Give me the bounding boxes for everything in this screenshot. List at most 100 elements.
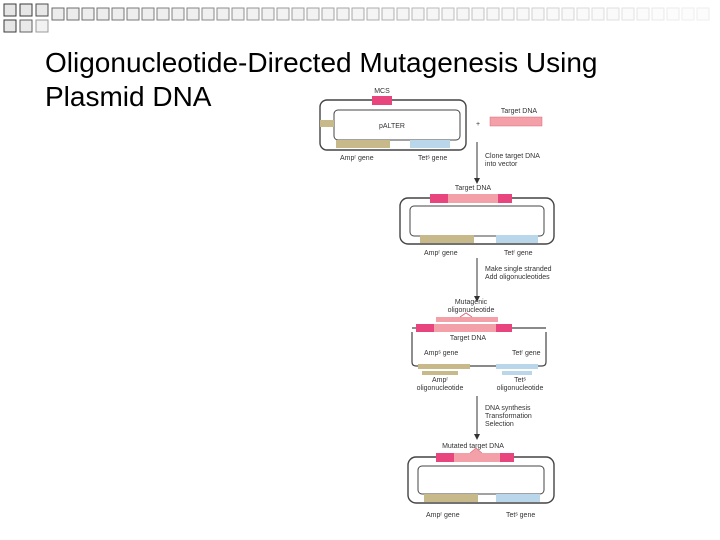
amp-gene-label-1: Ampʳ gene: [340, 155, 374, 162]
amp-gene-label-4: Ampʳ gene: [426, 512, 460, 519]
header-square: [621, 7, 635, 21]
slide-title: Oligonucleotide-Directed Mutagenesis Usi…: [45, 46, 705, 114]
mutagenic-label-1: Mutagenic: [455, 299, 488, 306]
mutagenic-oligo-bump: [459, 312, 473, 318]
step-3-line-2: Transformation: [485, 413, 532, 420]
tet-oligo: [502, 371, 532, 375]
header-square: [35, 3, 49, 17]
step-3-line-3: Selection: [485, 421, 514, 428]
header-square: [681, 7, 695, 21]
header-square: [471, 7, 485, 21]
header-square: [66, 7, 80, 21]
tet-oligo-label-2: oligonucleotide: [497, 385, 544, 392]
mcs-label: MCS: [374, 88, 390, 95]
tet-gene-label-1: Tetˢ gene: [418, 155, 447, 162]
target-dna-label-1: Target DNA: [501, 108, 538, 115]
recombinant-mcs-right: [498, 194, 512, 203]
header-square: [246, 7, 260, 21]
arrow-2-head: [474, 296, 480, 302]
step-3-line-1: DNA synthesis: [485, 405, 531, 412]
header-square: [111, 7, 125, 21]
header-square: [35, 19, 49, 33]
amp-gene-label-2: Ampʳ gene: [424, 250, 458, 257]
step-2-line-1: Make single stranded: [485, 266, 552, 273]
mutagenic-oligo: [436, 317, 498, 322]
target-dna-label-2: Target DNA: [455, 185, 492, 192]
tet-gene-segment: [410, 140, 450, 148]
amp-oligo-label-1: Ampʳ: [432, 377, 448, 384]
single-strand-loop: [411, 332, 547, 367]
header-square: [81, 7, 95, 21]
header-square: [636, 7, 650, 21]
header-square: [306, 7, 320, 21]
mutated-target-label: Mutated target DNA: [442, 443, 504, 450]
step-1-line-2: into vector: [485, 161, 518, 168]
header-square: [411, 7, 425, 21]
header-square: [19, 19, 33, 33]
recombinant-tet-segment: [496, 235, 538, 243]
tet-gene-label-2: Tetʳ gene: [504, 250, 533, 257]
header-square: [576, 7, 590, 21]
tet-oligo-label-1: Tetˢ: [514, 377, 526, 384]
mutated-mcs-left: [436, 453, 454, 462]
header-square: [546, 7, 560, 21]
header-square: [216, 7, 230, 21]
header-square: [591, 7, 605, 21]
amp-stub-segment: [320, 120, 334, 127]
mutated-tet-segment: [496, 494, 540, 502]
recombinant-amp-segment: [420, 235, 474, 243]
tet-gene-label-3: Tetʳ gene: [512, 350, 541, 357]
slide-title-line-1: Oligonucleotide-Directed Mutagenesis Usi…: [45, 47, 598, 78]
header-square: [336, 7, 350, 21]
step-1-line-1: Clone target DNA: [485, 153, 540, 160]
header-square: [261, 7, 275, 21]
header-square: [351, 7, 365, 21]
header-square: [486, 7, 500, 21]
amp-oligo-label-2: oligonucleotide: [417, 385, 464, 392]
header-square: [696, 7, 710, 21]
annealed-target-segment: [434, 324, 496, 332]
stage-1-vector: MCS pALTER Ampʳ gene Tetˢ gene + Target …: [319, 88, 543, 162]
header-square: [201, 7, 215, 21]
header-square: [441, 7, 455, 21]
mutagenic-label-2: oligonucleotide: [448, 307, 495, 314]
mutagenesis-diagram: MCS pALTER Ampʳ gene Tetˢ gene + Target …: [319, 88, 555, 519]
header-square: [366, 7, 380, 21]
header-square: [396, 7, 410, 21]
step-2-line-2: Add oligonucleotides: [485, 274, 550, 281]
mcs-segment: [372, 96, 392, 105]
stage-4-mutated: Mutated target DNA Ampʳ gene Tetˢ gene: [407, 443, 555, 519]
header-square: [171, 7, 185, 21]
mutated-target-segment: [454, 453, 500, 462]
amp-gene-label-3: Ampˢ gene: [424, 350, 458, 357]
header-square: [666, 7, 680, 21]
annealed-mcs-right: [496, 324, 512, 332]
header-square: [141, 7, 155, 21]
recombinant-mcs-left: [430, 194, 448, 203]
header-square: [126, 7, 140, 21]
header-square: [531, 7, 545, 21]
header-square: [156, 7, 170, 21]
recombinant-target-segment: [448, 194, 498, 203]
header-square: [456, 7, 470, 21]
slide-title-line-2: Plasmid DNA: [45, 81, 212, 112]
amp-gene-segment: [336, 140, 390, 148]
mutated-amp-segment: [424, 494, 478, 502]
header-square: [291, 7, 305, 21]
header-square: [3, 3, 17, 17]
mutated-mcs-right: [500, 453, 514, 462]
tet-gene-label-4: Tetˢ gene: [506, 512, 535, 519]
mutated-ring-inner: [417, 465, 545, 495]
header-square: [186, 7, 200, 21]
header-square: [516, 7, 530, 21]
vector-label: pALTER: [379, 123, 405, 130]
header-square: [651, 7, 665, 21]
header-square: [231, 7, 245, 21]
plus-sign: +: [476, 121, 480, 128]
amp-oligo: [422, 371, 458, 375]
header-square: [3, 19, 17, 33]
header-square: [606, 7, 620, 21]
header-square: [96, 7, 110, 21]
mutation-bump: [469, 447, 483, 454]
header-square: [51, 7, 65, 21]
